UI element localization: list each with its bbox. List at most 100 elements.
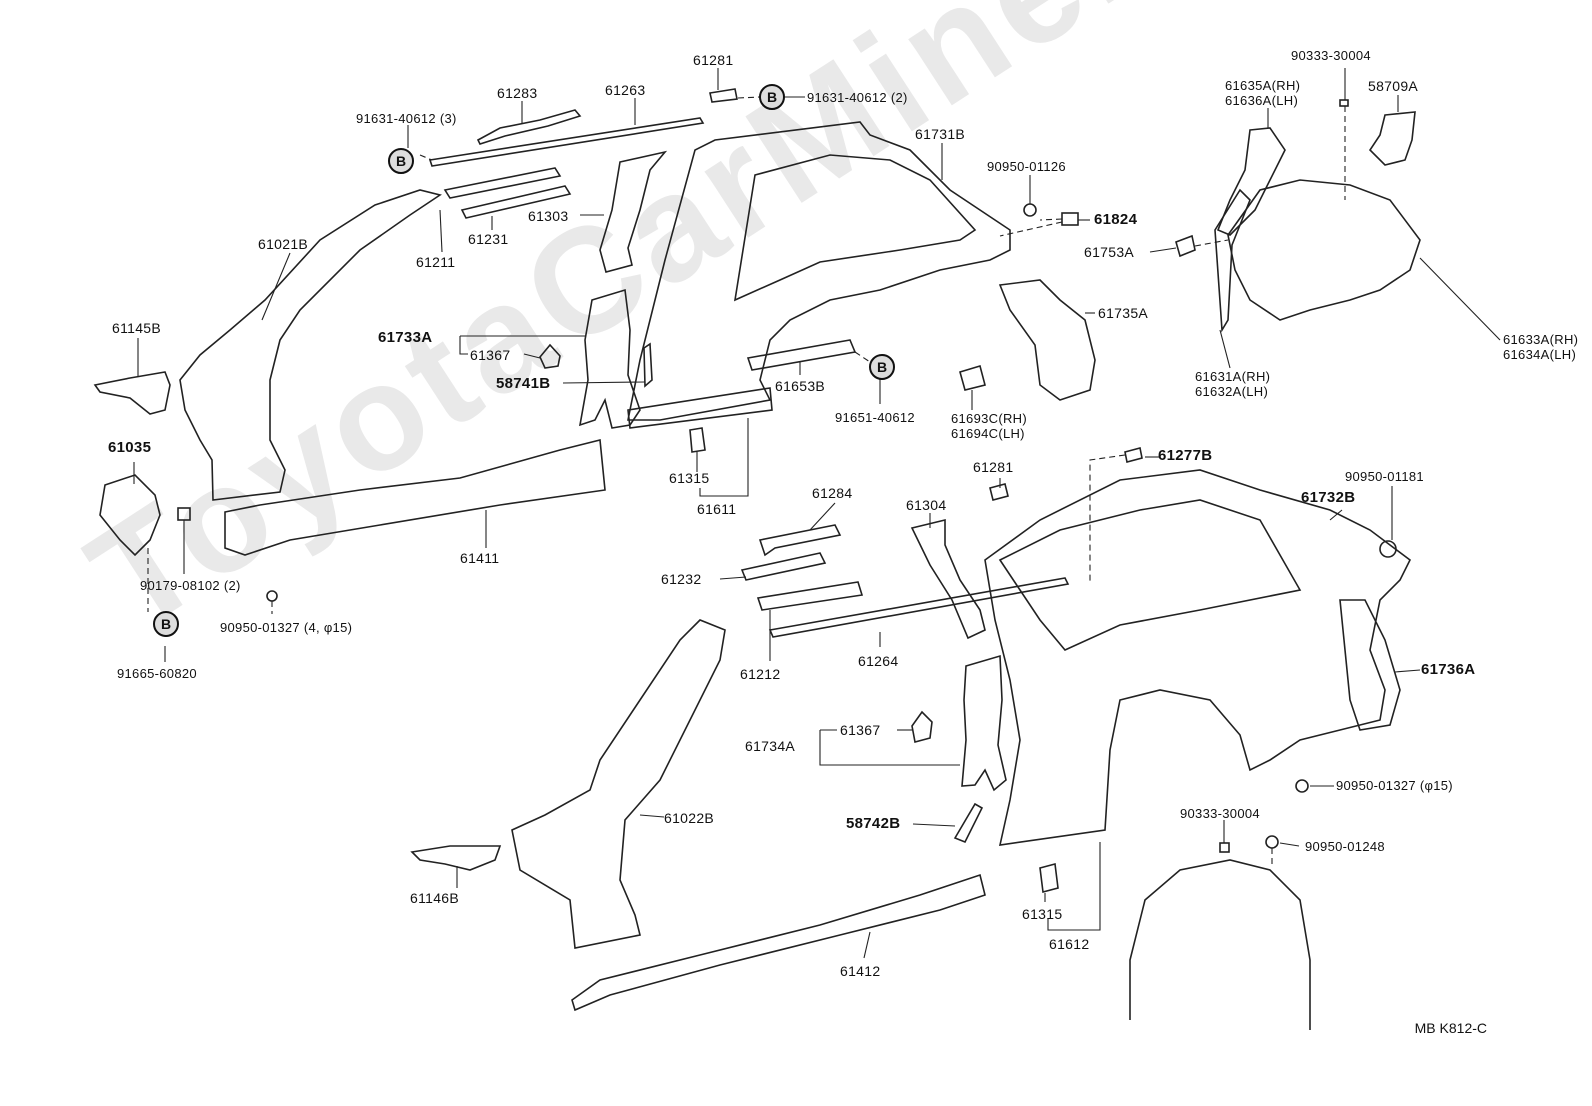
label-61304: 61304 (906, 497, 947, 513)
label-61146B: 61146B (410, 890, 460, 906)
b-marker-left: B (388, 148, 414, 174)
part-61231 (460, 185, 572, 219)
part-58741B (643, 342, 653, 388)
label-61263: 61263 (605, 82, 646, 98)
label-61303: 61303 (528, 208, 569, 224)
part-90950-01126 (1023, 203, 1037, 217)
part-61263 (428, 117, 705, 167)
part-wheelhouse-lower (1129, 859, 1311, 1030)
part-58742B (953, 802, 984, 844)
label-61631A-rh: 61631A(RH) (1195, 369, 1271, 384)
label-61367-upper: 61367 (470, 347, 511, 363)
part-90179-08102 (177, 507, 191, 521)
part-61212 (756, 581, 864, 611)
label-61281-lower: 61281 (973, 459, 1014, 475)
label-90179-08102: 90179-08102 (2) (140, 578, 241, 593)
part-61022B (511, 619, 726, 949)
label-91651-40612: 91651-40612 (835, 410, 915, 425)
part-61304 (910, 518, 986, 640)
part-61732B (984, 469, 1412, 846)
part-90950-01248 (1265, 835, 1279, 849)
part-61735A (998, 279, 1096, 401)
label-61636A-lh: 61636A(LH) (1225, 93, 1299, 108)
label-90950-01126: 90950-01126 (987, 159, 1066, 174)
label-90333-30004-upper: 90333-30004 (1291, 48, 1371, 63)
label-61731B: 61731B (915, 126, 966, 142)
label-61735A: 61735A (1098, 305, 1149, 321)
part-61633A (1227, 179, 1421, 321)
label-90950-01248: 90950-01248 (1305, 839, 1385, 854)
label-61736A: 61736A (1421, 661, 1476, 678)
label-61632A-lh: 61632A(LH) (1195, 384, 1269, 399)
part-61731B (627, 121, 1011, 421)
label-61633A-rh: 61633A(RH) (1503, 332, 1579, 347)
part-61824 (1061, 212, 1079, 226)
label-61733A: 61733A (378, 329, 433, 346)
part-61693C (959, 364, 986, 391)
part-61281a (709, 88, 738, 103)
label-61264: 61264 (858, 653, 899, 669)
label-61612: 61612 (1049, 936, 1090, 952)
part-61021B (179, 189, 442, 501)
part-61367b (911, 710, 933, 743)
label-61021B: 61021B (258, 236, 309, 252)
part-61281b (989, 483, 1009, 501)
part-61283 (476, 109, 582, 145)
label-61232: 61232 (661, 571, 702, 587)
label-58709A: 58709A (1368, 78, 1419, 94)
label-90950-01327-phi15: 90950-01327 (φ15) (1336, 778, 1453, 793)
part-90950-01327b (1295, 779, 1309, 793)
label-61694C-lh: 61694C(LH) (951, 426, 1025, 441)
part-61315a (689, 427, 706, 453)
part-61412 (571, 873, 986, 1012)
label-91631-40612-3: 91631-40612 (3) (356, 111, 457, 126)
label-58741B: 58741B (496, 375, 551, 392)
label-61035: 61035 (108, 439, 152, 456)
label-61211: 61211 (416, 254, 456, 270)
label-61734A: 61734A (745, 738, 796, 754)
part-61733A (578, 288, 641, 429)
label-61315-lower: 61315 (1022, 906, 1063, 922)
part-61145B (93, 371, 171, 415)
label-61022B: 61022B (664, 810, 715, 826)
part-61284 (758, 524, 842, 557)
label-90950-01181: 90950-01181 (1345, 469, 1424, 484)
part-61411 (224, 438, 606, 556)
part-61264 (768, 577, 1070, 638)
label-61277B: 61277B (1158, 447, 1213, 464)
label-61732B: 61732B (1301, 489, 1356, 506)
label-61281-upper: 61281 (693, 52, 734, 68)
part-61035 (99, 474, 161, 557)
part-61635A (1216, 127, 1286, 236)
part-61367a (539, 343, 561, 369)
part-61731B-window (733, 154, 977, 302)
label-61283: 61283 (497, 85, 538, 101)
label-90333-30004-lower: 90333-30004 (1180, 806, 1260, 821)
part-61211 (443, 167, 562, 199)
label-61367-lower: 61367 (840, 722, 881, 738)
part-61631A (1214, 188, 1251, 333)
part-61736A (1339, 599, 1401, 731)
label-91631-40612-2: 91631-40612 (2) (807, 90, 908, 105)
label-61611: 61611 (697, 501, 737, 517)
label-61635A-rh: 61635A(RH) (1225, 78, 1301, 93)
label-61145B: 61145B (112, 320, 162, 336)
part-61146B (410, 845, 502, 871)
part-61315b (1039, 862, 1059, 894)
part-61611 (627, 387, 773, 429)
b-marker-lower-left: B (153, 611, 179, 637)
part-61277B (1124, 447, 1143, 463)
label-61411: 61411 (460, 550, 500, 566)
label-61693C-rh: 61693C(RH) (951, 411, 1027, 426)
part-58709A (1368, 111, 1416, 166)
label-61753A: 61753A (1084, 244, 1135, 260)
b-marker-upper: B (759, 84, 785, 110)
label-90950-01327-4: 90950-01327 (4, φ15) (220, 620, 353, 635)
part-90333a (1339, 99, 1349, 107)
label-61284: 61284 (812, 485, 853, 501)
label-61824: 61824 (1094, 211, 1138, 228)
leader-lines (133, 68, 1501, 959)
label-61653B: 61653B (775, 378, 826, 394)
b-marker-mid: B (869, 354, 895, 380)
